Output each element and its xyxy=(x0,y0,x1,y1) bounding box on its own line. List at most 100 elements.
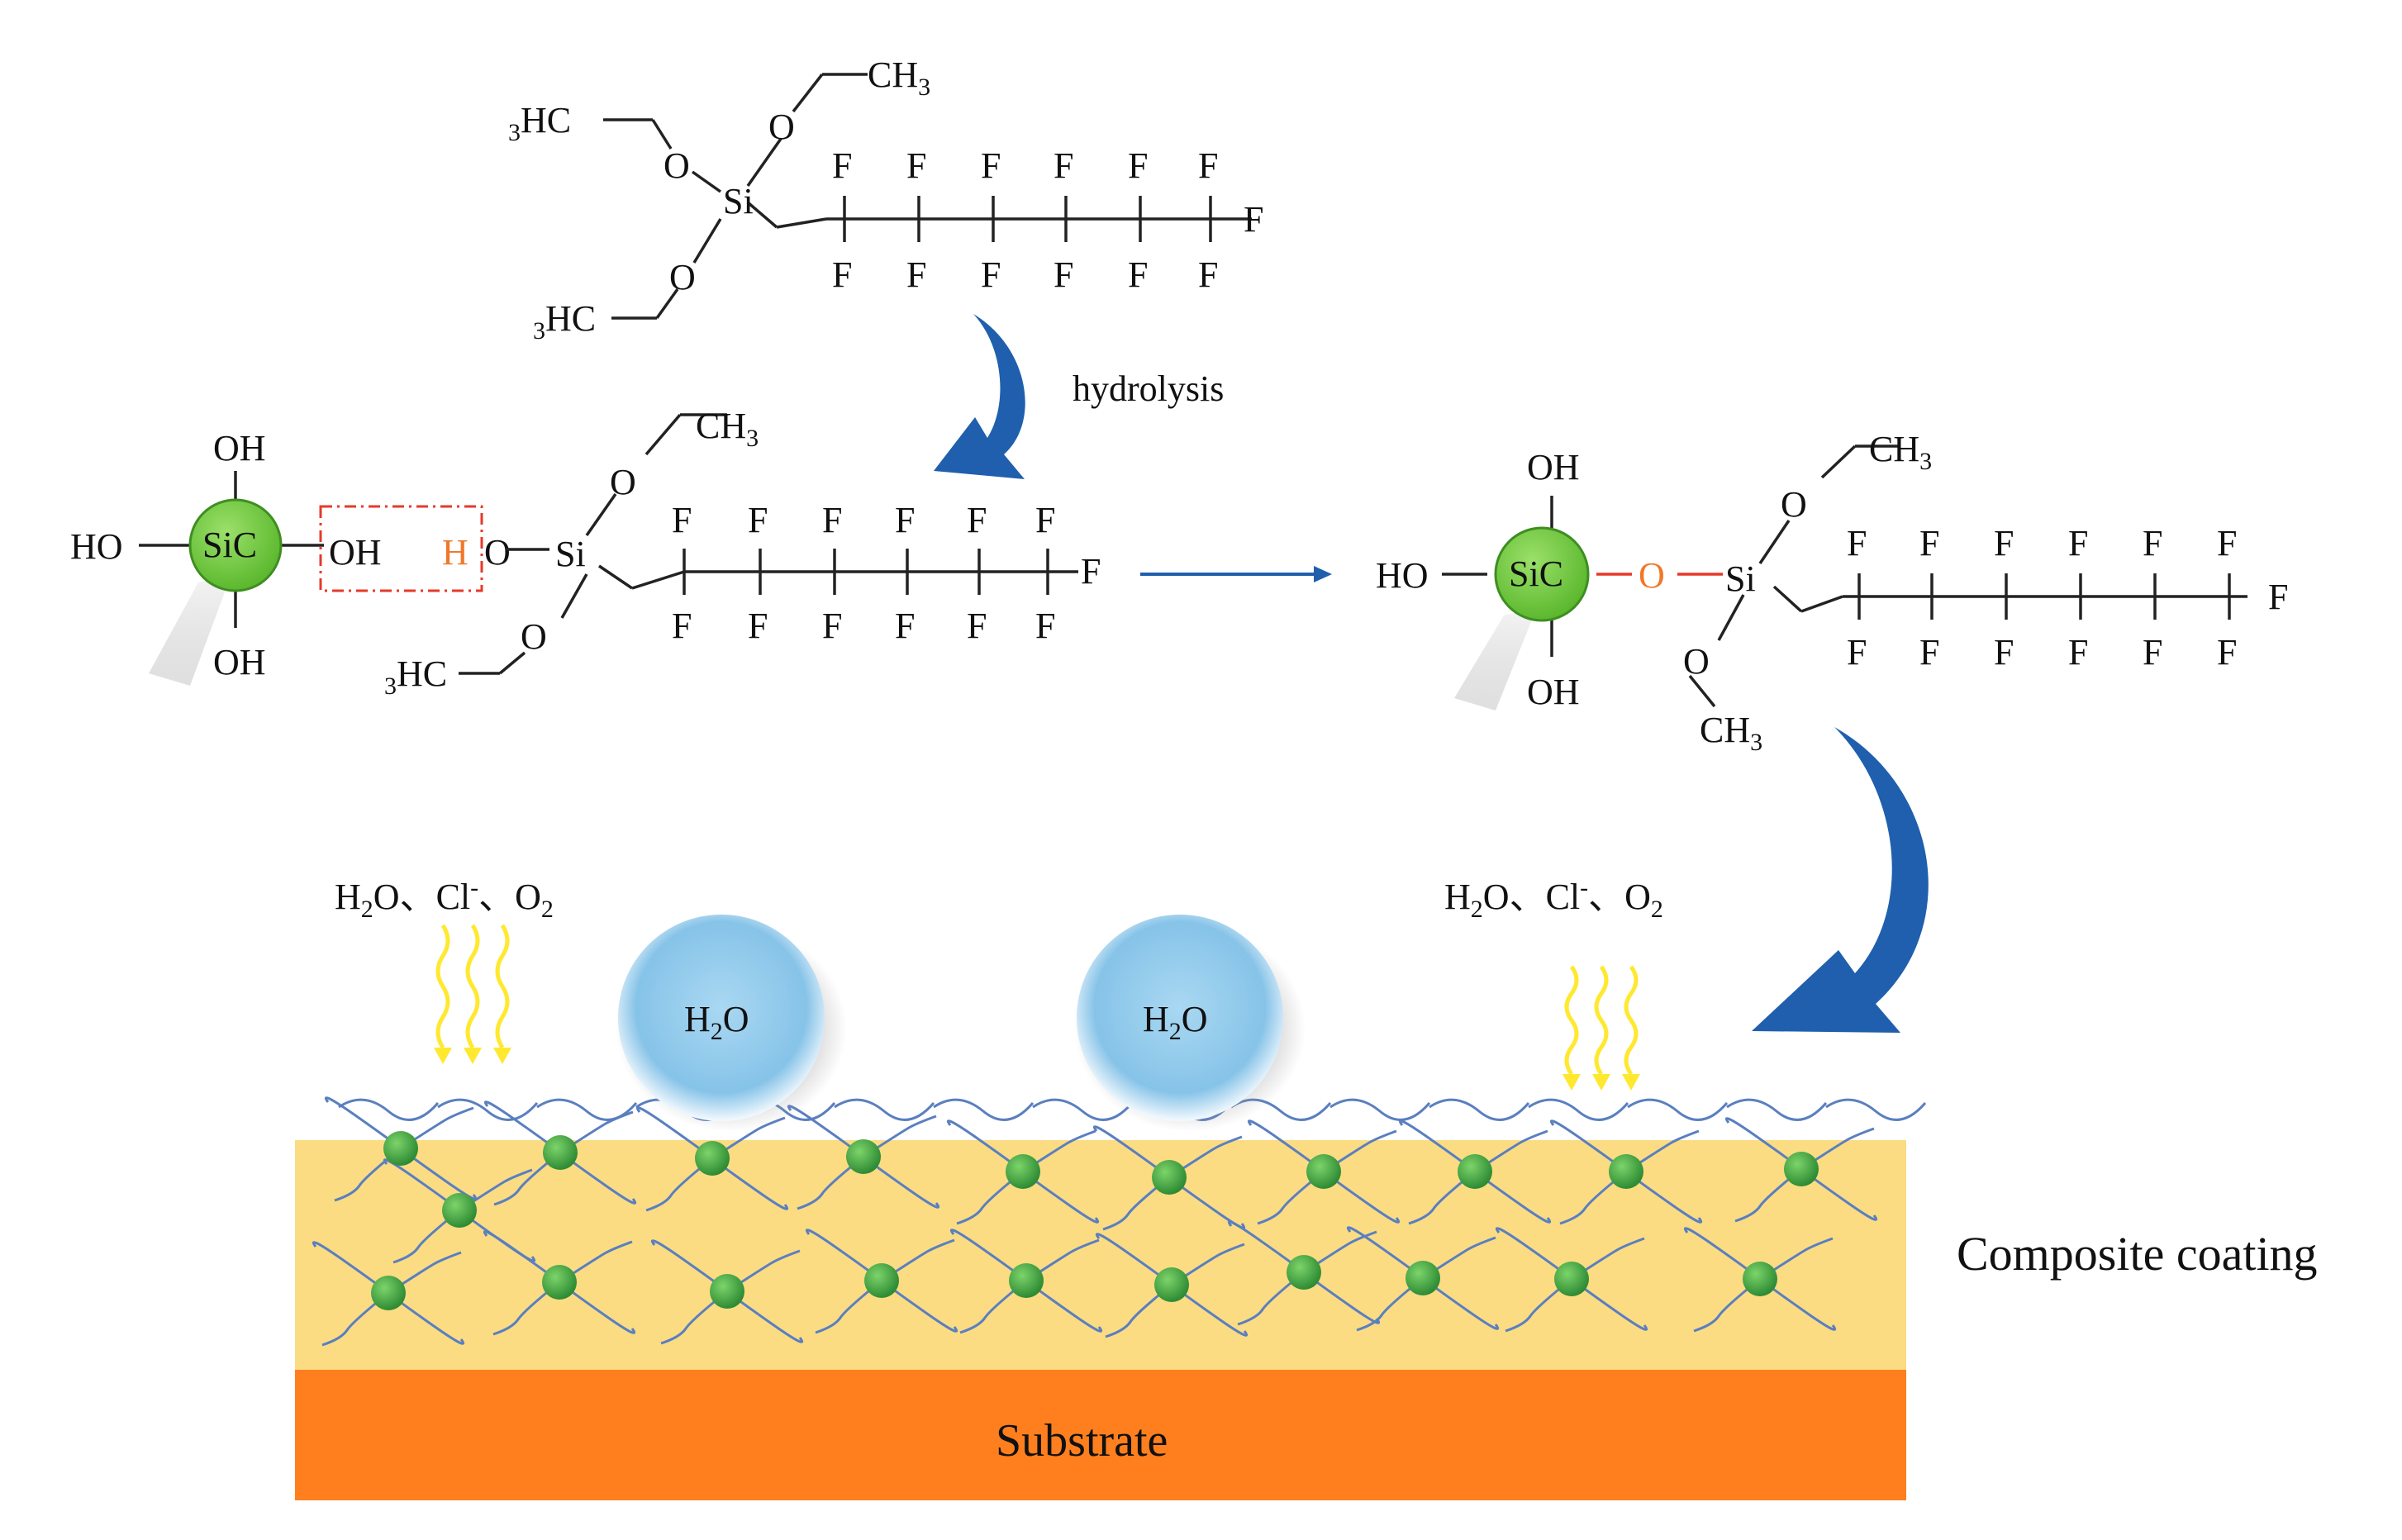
sic-particle xyxy=(371,1276,406,1310)
polymer-chain xyxy=(1759,1237,1834,1281)
ch3-label: CH3 xyxy=(1700,710,1762,756)
polymer-chain xyxy=(1105,1283,1172,1338)
o-label: O xyxy=(484,532,511,573)
o-label: O xyxy=(664,145,690,186)
f-label: F xyxy=(1035,606,1055,646)
polymer-chain xyxy=(1528,1098,1629,1121)
f-label: F xyxy=(1198,254,1218,295)
f-terminal-label: F xyxy=(1244,199,1263,240)
ch3-label: CH3 xyxy=(1869,429,1932,475)
grafted-silane-labels: Si O O CH3 CH3 F xyxy=(1683,429,2288,756)
f-label: F xyxy=(822,500,842,540)
polymer-chain xyxy=(1408,1170,1476,1225)
polymer-chain xyxy=(334,1147,402,1202)
f-label: F xyxy=(1054,254,1073,295)
o-label: O xyxy=(768,107,795,147)
polymer-chain xyxy=(933,1098,1035,1121)
sic-particle xyxy=(710,1274,744,1309)
precursor-labels: Si O O O CH3 3HC 3HC F xyxy=(508,55,1263,345)
sic-particle xyxy=(1009,1263,1044,1298)
h3c-label: 3HC xyxy=(533,298,596,345)
penetration-arrow xyxy=(1564,965,1579,1076)
oh-label: OH xyxy=(213,428,266,468)
penetration-arrow xyxy=(465,924,480,1049)
sic-particle-dispersion xyxy=(371,1131,1819,1310)
h2o-label: H2O xyxy=(1143,999,1208,1045)
polymer-chain xyxy=(559,1240,633,1284)
hydrolysis-arrow xyxy=(934,314,1025,479)
polymer-chain xyxy=(1237,1271,1305,1326)
sic-particle xyxy=(1609,1154,1643,1189)
sic-label: SiC xyxy=(202,525,257,565)
sic-particle xyxy=(1154,1267,1189,1302)
polymer-chain xyxy=(1168,1135,1243,1179)
polymer-chain xyxy=(1102,1176,1170,1231)
f-label: F xyxy=(2068,523,2088,563)
coating-formation-arrow xyxy=(1752,727,1929,1033)
polymer-chain xyxy=(1627,1098,1729,1121)
corrosive-species-label-left: H2O、Cl-、O2 xyxy=(335,874,554,923)
f-terminal-label: F xyxy=(2268,577,2288,617)
composite-coating-layer xyxy=(295,1140,1906,1370)
f-label: F xyxy=(2217,523,2237,563)
sic-particle xyxy=(1306,1154,1341,1189)
o-label: O xyxy=(521,616,547,657)
water-droplet: H2O xyxy=(1074,915,1306,1132)
polymer-chain xyxy=(863,1115,937,1158)
sic-particle xyxy=(1743,1262,1777,1296)
f-label: F xyxy=(672,606,692,646)
oh-label: OH xyxy=(1527,447,1580,487)
o-label: O xyxy=(1683,641,1710,682)
precursor-molecule xyxy=(603,73,1252,320)
f-terminal-label: F xyxy=(1081,551,1101,592)
f-label: F xyxy=(748,500,768,540)
polymer-chain xyxy=(321,1291,389,1347)
polymer-chain xyxy=(392,1209,460,1264)
polymer-chain xyxy=(1429,1098,1530,1121)
f-label: F xyxy=(832,145,852,186)
f-label: F xyxy=(1847,523,1867,563)
f-label: F xyxy=(1994,523,2014,563)
polymer-chain xyxy=(881,1238,955,1282)
f-label: F xyxy=(1035,500,1055,540)
penetration-arrowhead xyxy=(1622,1074,1640,1091)
substrate-layer xyxy=(295,1370,1906,1500)
polymer-chain xyxy=(797,1155,864,1210)
f-label: F xyxy=(672,500,692,540)
sic-particle xyxy=(542,1265,577,1300)
water-droplet: H2O xyxy=(616,915,847,1132)
composite-coating-label: Composite coating xyxy=(1957,1227,2318,1281)
grafted-cf-bonds xyxy=(1857,573,2231,620)
o-label: O xyxy=(1781,484,1807,525)
hydrolyzed-cf-bonds xyxy=(683,549,1049,595)
polymer-chain xyxy=(1825,1098,1927,1121)
penetration-arrowhead xyxy=(493,1048,511,1064)
polymer-chain xyxy=(1025,1238,1100,1282)
o-label: O xyxy=(610,462,636,502)
f-label: F xyxy=(2068,632,2088,673)
polymer-chain xyxy=(956,1170,1024,1225)
f-label: F xyxy=(1994,632,2014,673)
sic-particle xyxy=(1554,1262,1589,1296)
oh-label: OH xyxy=(1527,672,1580,712)
sic-particle-left: SiC OH OH HO OH xyxy=(70,428,382,686)
sic-particle xyxy=(864,1263,899,1298)
corrosive-species-label-right: H2O、Cl-、O2 xyxy=(1444,874,1663,923)
polymer-chain xyxy=(1559,1170,1627,1225)
h-highlight-label: H xyxy=(442,532,469,573)
polymer-chain xyxy=(1571,1237,1645,1281)
sic-label: SiC xyxy=(1509,554,1563,594)
sic-particle xyxy=(383,1131,418,1166)
sic-particle xyxy=(1406,1261,1440,1295)
polymer-chain xyxy=(1171,1243,1245,1286)
polymer-chain xyxy=(1625,1129,1700,1173)
f-label: F xyxy=(967,500,987,540)
polymer-chain xyxy=(834,1098,935,1121)
f-label: F xyxy=(1847,632,1867,673)
si-label: Si xyxy=(555,534,586,574)
f-label: F xyxy=(895,606,915,646)
penetration-arrow xyxy=(495,924,510,1049)
